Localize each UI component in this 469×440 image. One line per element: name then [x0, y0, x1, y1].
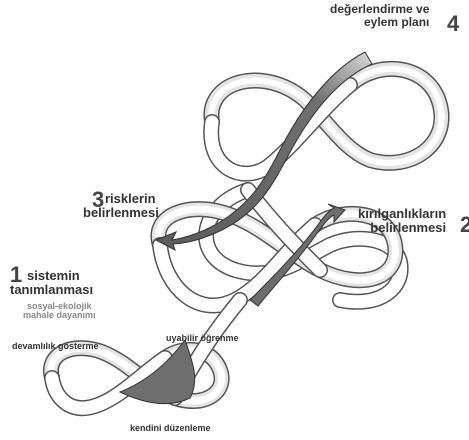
- stage-1-title-line-2: tanımlanması: [10, 283, 93, 297]
- stage-1-subtitle-line-2: mahale dayanımı: [23, 311, 96, 320]
- stage-2-title-line-1: kırılganlıkların: [358, 207, 446, 221]
- stage-2-title-line-2: belirlenmesi: [358, 221, 446, 235]
- stage-1-title: sistemin tanımlanması: [10, 269, 93, 296]
- stage-3-title-line-2: belirlenmesi: [83, 206, 159, 220]
- stage-4-title-line-2: eylem planı: [330, 16, 429, 29]
- stage-4-title-line-1: değerlendirme ve: [330, 3, 429, 16]
- stage-1-subtitle: sosyal-ekolojik mahale dayanımı: [23, 302, 96, 321]
- stage-2-number: 2: [460, 214, 469, 236]
- stage-1-title-line-1: sistemin: [10, 269, 93, 283]
- loop-label-left: devamlılık gösterme: [12, 342, 99, 351]
- loop-label-bottom: kendini düzenleme: [130, 424, 211, 433]
- stage-4-title: değerlendirme ve eylem planı: [330, 3, 429, 28]
- stage-3-title-line-1: risklerin: [83, 192, 159, 206]
- loop-label-top: uyabilir öğrenme: [166, 334, 239, 343]
- stage-2-title: kırılganlıkların belirlenmesi: [358, 207, 446, 234]
- stage-3-title: risklerin belirlenmesi: [83, 192, 159, 219]
- stage-4-number: 4: [447, 13, 459, 35]
